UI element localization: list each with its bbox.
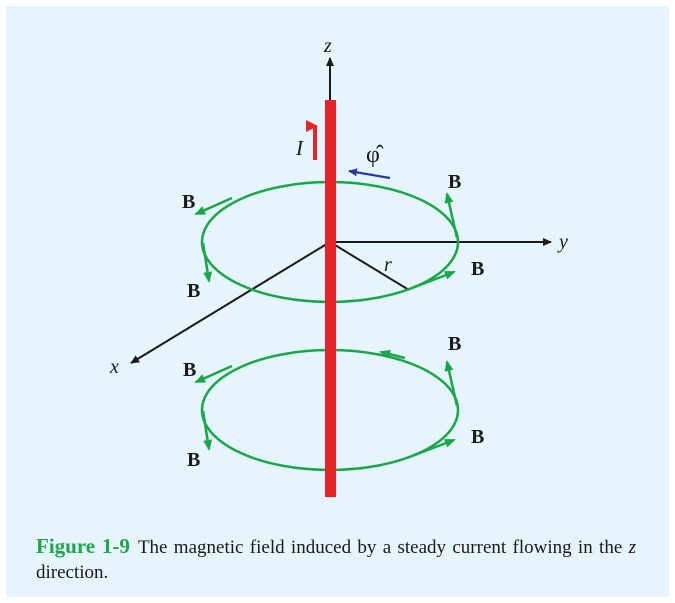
- b-label-lower-right-bottom: B: [471, 426, 484, 448]
- current-label: I: [295, 136, 304, 160]
- phi-hat-label: φ̂: [366, 142, 384, 168]
- x-axis-line: [130, 241, 331, 364]
- radius-line: [329, 241, 410, 291]
- figure-caption: Figure 1-9 The magnetic field induced by …: [36, 534, 636, 585]
- b-label-upper-right-top: B: [448, 171, 461, 193]
- radius-label: r: [384, 254, 392, 276]
- b-label-lower-left-bottom: B: [187, 449, 200, 471]
- y-axis-label: y: [557, 231, 568, 253]
- b-label-upper-right-bottom: B: [471, 258, 484, 280]
- z-axis-label: z: [323, 35, 332, 57]
- b-arrow-lower-back: [379, 349, 406, 360]
- caption-z-symbol: z: [628, 537, 636, 558]
- current-wire: [325, 100, 336, 497]
- b-label-lower-left-top: B: [183, 359, 196, 381]
- b-arrow-lower-left-bottom: [201, 410, 213, 451]
- b-arrow-upper-left-bottom: [201, 242, 213, 283]
- b-arrow-lower-left-top: [194, 364, 233, 384]
- b-arrow-upper-right-bottom: [411, 270, 456, 290]
- caption-text-before: The magnetic field induced by a steady c…: [137, 537, 629, 558]
- b-label-upper-left-top: B: [182, 191, 195, 213]
- b-label-upper-left-bottom: B: [187, 280, 200, 302]
- caption-text-after: direction.: [36, 562, 109, 583]
- b-arrow-upper-right-top: [444, 192, 459, 239]
- b-label-lower-right-top: B: [448, 333, 461, 355]
- x-axis-label: x: [109, 356, 119, 378]
- b-arrow-lower-right-top: [444, 360, 459, 407]
- figure-number: Figure 1-9: [36, 534, 130, 558]
- phi-hat-arrow: [348, 168, 391, 180]
- b-arrow-upper-left-top: [194, 196, 233, 216]
- b-arrow-lower-right-bottom: [411, 438, 456, 458]
